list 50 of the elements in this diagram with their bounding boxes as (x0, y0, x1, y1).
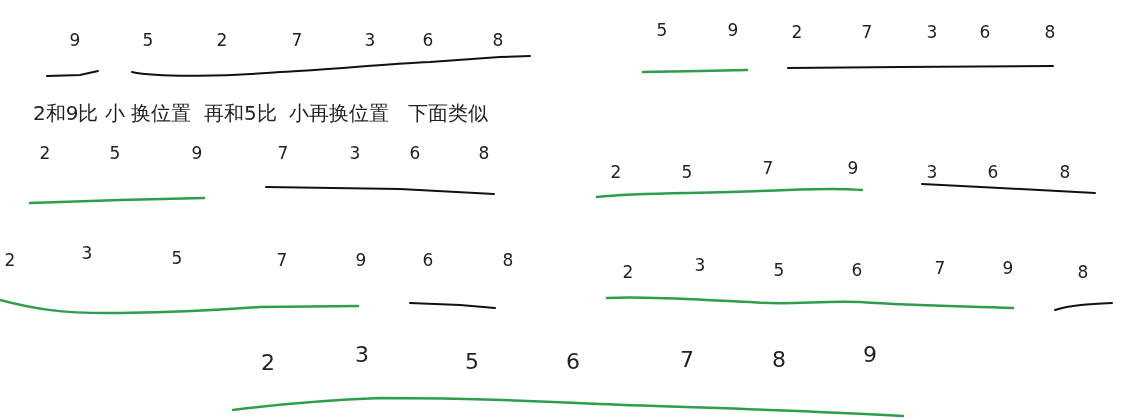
number-label: 3 (926, 163, 938, 181)
number-label: 8 (1044, 23, 1056, 41)
number-label: 7 (762, 159, 774, 177)
number-label: 7 (861, 23, 873, 41)
number-label: 2 (622, 263, 634, 281)
number-label: 7 (291, 31, 303, 49)
number-label: 8 (478, 144, 490, 162)
number-label: 3 (355, 344, 369, 366)
note-text: 2和9比 小 换位置 再和5比 小再换位置 下面类似 (33, 103, 489, 123)
number-label: 5 (773, 261, 785, 279)
number-label: 3 (694, 256, 706, 274)
number-label: 8 (1077, 263, 1089, 281)
number-label: 5 (681, 163, 693, 181)
number-label: 7 (276, 251, 288, 269)
number-label: 9 (191, 144, 203, 162)
number-label: 9 (847, 159, 859, 177)
number-label: 6 (566, 351, 580, 373)
number-label: 7 (277, 144, 289, 162)
number-label: 5 (142, 31, 154, 49)
number-label: 3 (81, 244, 93, 262)
number-label: 3 (926, 23, 938, 41)
number-label: 6 (409, 144, 421, 162)
number-label: 8 (1059, 163, 1071, 181)
number-label: 9 (69, 31, 81, 49)
number-label: 3 (364, 31, 376, 49)
number-label: 8 (772, 349, 786, 371)
number-label: 5 (465, 351, 479, 373)
number-label: 6 (851, 261, 863, 279)
number-label: 5 (171, 249, 183, 267)
number-label: 5 (656, 21, 668, 39)
number-label: 9 (355, 251, 367, 269)
number-label: 2 (261, 352, 275, 374)
number-label: 9 (1002, 259, 1014, 277)
number-label: 8 (502, 251, 514, 269)
number-label: 2 (791, 23, 803, 41)
number-label: 2 (216, 31, 228, 49)
number-label: 6 (987, 163, 999, 181)
number-label: 7 (680, 349, 694, 371)
number-label: 8 (492, 31, 504, 49)
number-label: 2 (610, 163, 622, 181)
number-label: 2 (4, 251, 16, 269)
number-label: 6 (422, 31, 434, 49)
number-label: 7 (934, 259, 946, 277)
number-label: 2 (39, 144, 51, 162)
number-label: 9 (727, 21, 739, 39)
number-label: 9 (863, 344, 877, 366)
number-label: 3 (349, 144, 361, 162)
number-label: 6 (422, 251, 434, 269)
number-label: 6 (979, 23, 991, 41)
number-label: 5 (109, 144, 121, 162)
